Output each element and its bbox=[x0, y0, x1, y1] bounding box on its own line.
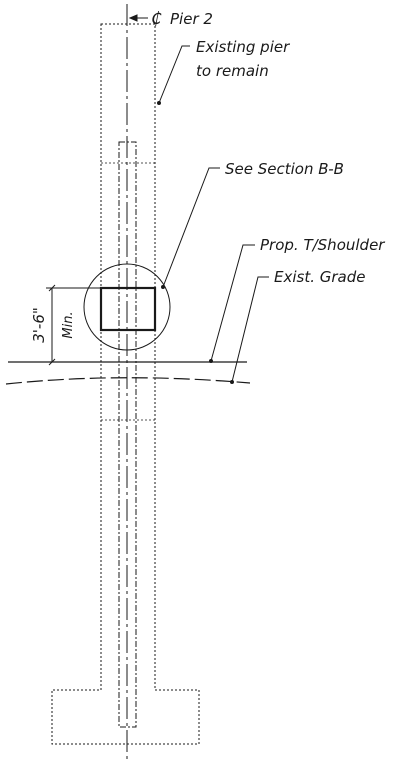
section-detail-circle bbox=[83, 263, 171, 351]
prop-shoulder-label: Prop. T/Shoulder bbox=[260, 236, 385, 254]
dimension-note: Min. bbox=[61, 311, 76, 338]
pier-label: Pier 2 bbox=[170, 10, 213, 28]
inner-column bbox=[118, 141, 137, 728]
existing-pier-outline bbox=[51, 23, 200, 745]
exist-grade-leader bbox=[230, 276, 269, 384]
section-ref-label: See Section B-B bbox=[225, 160, 344, 178]
centerline-arrow bbox=[128, 14, 148, 22]
existing-pier-label-line2: to remain bbox=[196, 62, 269, 80]
prop-shoulder-leader bbox=[209, 244, 255, 363]
centerline-symbol: ₵ bbox=[151, 9, 162, 29]
section-box bbox=[99, 286, 157, 332]
existing-pier-label-line1: Existing pier bbox=[196, 38, 290, 56]
dimension-text: 3'-6" bbox=[30, 307, 48, 343]
pier-construction-lines bbox=[101, 162, 155, 421]
dimension-line bbox=[46, 284, 101, 366]
exist-grade-label: Exist. Grade bbox=[274, 268, 366, 286]
exist-grade-line bbox=[5, 377, 251, 385]
existing-pier-leader bbox=[157, 45, 190, 105]
section-leader bbox=[161, 167, 220, 289]
